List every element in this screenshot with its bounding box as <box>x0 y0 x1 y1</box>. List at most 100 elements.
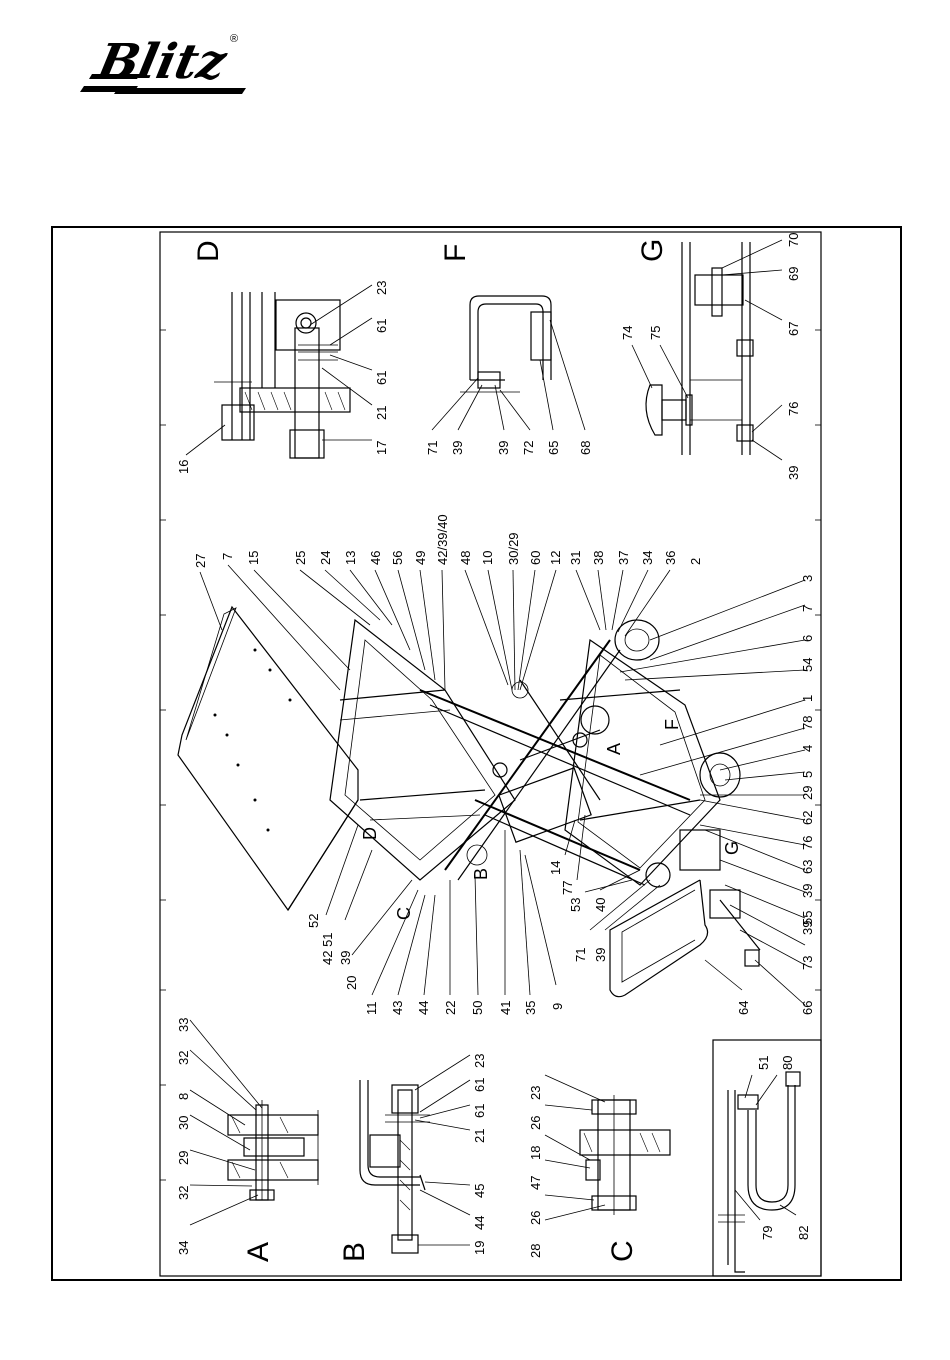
frame-ticks <box>160 329 821 1181</box>
part-label: 22 <box>443 1001 458 1015</box>
detail-f-drawing <box>460 295 552 393</box>
part-label: 10 <box>480 551 495 565</box>
part-label: 44 <box>472 1216 487 1230</box>
part-label: 64 <box>736 1001 751 1015</box>
detail-a-drawing <box>227 1100 319 1201</box>
part-label: 9 <box>550 1003 565 1010</box>
part-label: 39 <box>338 951 353 965</box>
part-label: 39 <box>593 948 608 962</box>
detail-c-drawing <box>579 1095 671 1215</box>
detail-letter-c: C <box>606 1240 639 1262</box>
inner-frame <box>159 231 822 1277</box>
part-label: 34 <box>640 551 655 565</box>
part-label: 67 <box>786 322 801 336</box>
part-label: 70 <box>786 233 801 247</box>
marker-d: D <box>360 827 380 840</box>
main-view-top-labels: 27 7 15 25 24 13 46 56 49 42/39/40 48 10… <box>193 514 815 1015</box>
part-label: 7 <box>220 553 235 560</box>
marker-a: A <box>604 743 624 755</box>
part-label: 74 <box>620 326 635 340</box>
detail-letter-b: B <box>338 1242 371 1262</box>
part-label: 42/39/40 <box>435 514 450 565</box>
main-assembly-drawing <box>177 605 761 998</box>
part-label: 48 <box>458 551 473 565</box>
detail-letter-a: A <box>242 1242 275 1262</box>
part-label: 44 <box>416 1001 431 1015</box>
detail-letters: D F G A B C <box>192 239 669 1262</box>
outer-frame <box>51 226 902 1281</box>
detail-b-drawing <box>359 1080 430 1254</box>
part-label: 15 <box>246 551 261 565</box>
detail-letter-f: F <box>439 244 472 262</box>
part-label: 23 <box>528 1086 543 1100</box>
part-label: 24 <box>318 551 333 565</box>
detail-letter-g: G <box>636 239 669 262</box>
part-label: 75 <box>648 326 663 340</box>
part-label: 61 <box>472 1104 487 1118</box>
part-label: 49 <box>413 551 428 565</box>
part-label: 16 <box>176 460 191 474</box>
part-label: 73 <box>800 956 815 970</box>
part-label: 77 <box>560 881 575 895</box>
part-label: 25 <box>293 551 308 565</box>
part-label: 61 <box>374 371 389 385</box>
part-label: 42 51 <box>320 932 335 965</box>
part-label: 61 <box>374 319 389 333</box>
part-label: 76 <box>786 402 801 416</box>
part-label: 29 <box>800 786 815 800</box>
part-label: 32 <box>176 1186 191 1200</box>
detail-d-labels: 16 17 21 61 61 23 <box>176 281 389 474</box>
part-label: 27 <box>193 554 208 568</box>
part-label: 4 <box>800 745 815 752</box>
part-label: 21 <box>472 1129 487 1143</box>
part-label: 51 <box>756 1056 771 1070</box>
part-label: 52 <box>306 914 321 928</box>
part-label: 61 <box>472 1078 487 1092</box>
part-label: 56 <box>390 551 405 565</box>
hose-detail-drawing <box>712 1039 822 1277</box>
part-label: 38 <box>591 551 606 565</box>
part-label: 1 <box>800 695 815 702</box>
part-label: 33 <box>176 1018 191 1032</box>
part-label: 21 <box>374 406 389 420</box>
part-label: 11 <box>364 1002 379 1016</box>
part-label: 31 <box>568 551 583 565</box>
part-label: 14 <box>548 861 563 875</box>
part-label: 46 <box>368 551 383 565</box>
part-label: 8 <box>176 1093 191 1100</box>
detail-b-labels: 19 44 45 21 61 61 23 <box>414 1054 487 1255</box>
part-label: 60 <box>528 551 543 565</box>
part-label: 78 <box>800 716 815 730</box>
main-view-bottom-labels: 42 51 39 52 20 11 43 44 22 50 41 35 9 14… <box>306 814 751 1016</box>
detail-c-labels: 28 26 47 18 26 23 <box>528 1074 606 1258</box>
part-label: 26 <box>528 1211 543 1225</box>
part-label: 41 <box>498 1001 513 1015</box>
part-label: 23 <box>374 281 389 295</box>
detail-d-drawing <box>214 292 351 459</box>
marker-b: B <box>471 868 491 880</box>
part-label: 47 <box>528 1176 543 1190</box>
part-label: 36 <box>663 551 678 565</box>
part-label: 65 <box>546 441 561 455</box>
part-label: 39 <box>800 884 815 898</box>
part-label: 69 <box>786 267 801 281</box>
part-label: 39 <box>800 921 815 935</box>
part-label: 39 <box>450 441 465 455</box>
part-label: 43 <box>390 1001 405 1015</box>
hose-detail-labels: 79 82 51 80 <box>734 1056 811 1240</box>
part-label: 39 <box>496 441 511 455</box>
part-label: 53 <box>568 898 583 912</box>
blitz-logo: Blitz ® <box>80 33 246 94</box>
part-label: 68 <box>578 441 593 455</box>
detail-a-labels: 34 32 29 30 8 32 33 <box>176 1018 263 1255</box>
detail-g-drawing <box>645 242 754 455</box>
part-label: 79 <box>760 1226 775 1240</box>
part-label: 76 <box>800 836 815 850</box>
part-label: 40 <box>593 898 608 912</box>
part-label: 62 <box>800 811 815 825</box>
part-label: 71 <box>573 948 588 962</box>
part-label: 13 <box>343 551 358 565</box>
main-view-section-markers: D B C A F G <box>360 719 742 920</box>
part-label: 3 <box>800 575 815 582</box>
